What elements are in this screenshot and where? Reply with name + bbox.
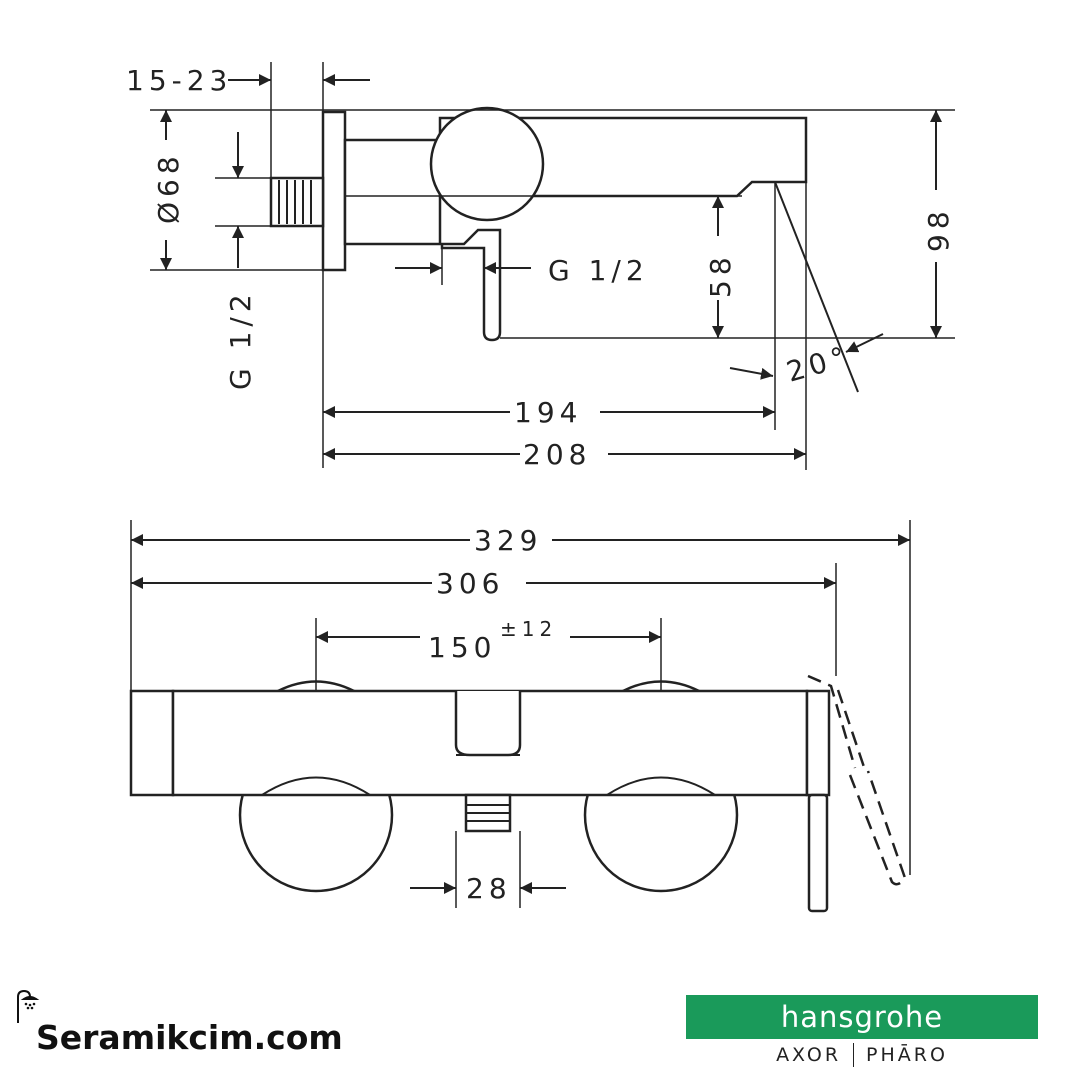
dim-total-height: 98: [922, 206, 955, 252]
side-view: [269, 106, 859, 393]
dim-depth-adjust: 15-23: [126, 64, 232, 97]
inlet-thread: [269, 176, 325, 228]
brand-bar: hansgrohe: [686, 995, 1038, 1039]
top-extension-lines: [130, 520, 911, 908]
side-dimension-arrows: [160, 74, 942, 460]
dim-spout-194: 194: [514, 396, 582, 429]
dim-outlet-thread: G 1/2: [548, 254, 649, 287]
mixer-body: [343, 138, 442, 246]
brand-line-right: PHĀRO: [866, 1044, 948, 1066]
top-view: [129, 680, 831, 913]
brand-separator: [853, 1043, 855, 1067]
top-lever: [807, 793, 829, 913]
dim-overall-329: 329: [474, 524, 542, 557]
site-logo: [8, 985, 388, 1065]
dim-angle: 20°: [783, 339, 854, 389]
dim-body-306: 306: [436, 567, 504, 600]
dim-centers-tolerance: ±12: [500, 617, 557, 641]
end-cap: [129, 689, 175, 797]
dim-centers-150: 150: [428, 631, 496, 664]
brand-line-left: AXOR: [776, 1044, 842, 1066]
dim-outlet-28: 28: [466, 872, 512, 905]
dim-inlet-thread: G 1/2: [224, 289, 257, 390]
top-outlet: [454, 691, 522, 757]
shower-head-icon: [17, 989, 40, 1023]
lever: [440, 228, 502, 342]
site-name: Seramikcim.com: [36, 1018, 343, 1057]
brand-name: hansgrohe: [780, 1000, 944, 1034]
wall-plate: [321, 110, 347, 272]
top-dimension-arrows: [131, 534, 910, 894]
dimension-labels: 15-23 Ø68 G 1/2 G 1/2 58 98 20° 194 208 …: [126, 64, 955, 905]
brand-logo: hansgrohe AXOR PHĀRO: [686, 995, 1038, 1067]
brand-product-line: AXOR PHĀRO: [686, 1043, 1038, 1067]
dim-outlet-height: 58: [704, 252, 737, 298]
top-inlet-thread: [464, 793, 512, 833]
dim-spout-208: 208: [523, 438, 591, 471]
lever-rotated-dashed: [807, 674, 907, 886]
dim-rosette-diameter: Ø68: [152, 151, 185, 224]
handle-knob: [429, 106, 545, 222]
